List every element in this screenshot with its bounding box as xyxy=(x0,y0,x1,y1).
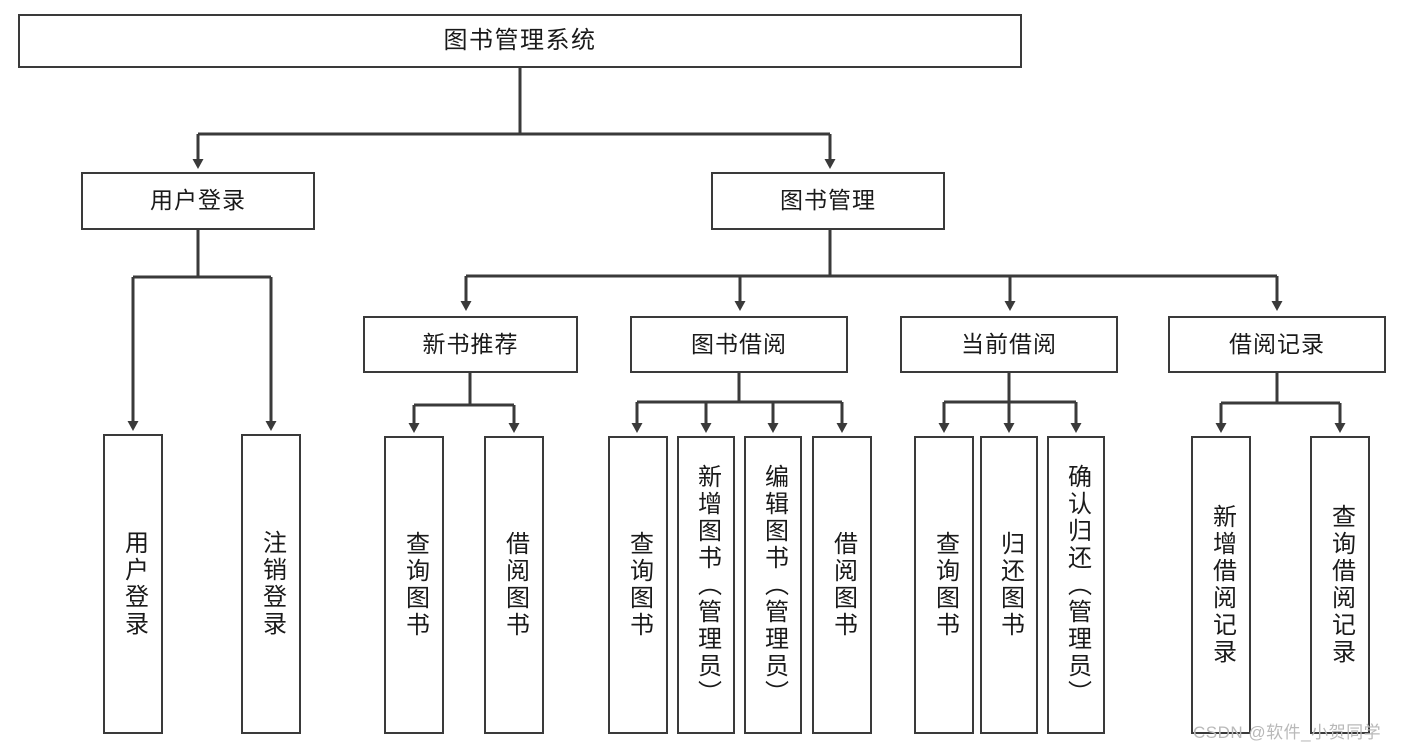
node-label: 查询图书 xyxy=(625,531,653,639)
leaf-user-login-logout[interactable]: 注销登录 xyxy=(241,434,301,734)
leaf-new-book-borrow[interactable]: 借阅图书 xyxy=(484,436,544,734)
node-book-management[interactable]: 图书管理 xyxy=(711,172,945,230)
leaf-book-borrow-add[interactable]: 新增图书（管理员） xyxy=(677,436,735,734)
leaf-new-book-query[interactable]: 查询图书 xyxy=(384,436,444,734)
node-label: 编辑图书（管理员） xyxy=(760,463,788,707)
node-borrow-record[interactable]: 借阅记录 xyxy=(1168,316,1386,373)
leaf-book-borrow-query[interactable]: 查询图书 xyxy=(608,436,668,734)
node-label: 查询图书 xyxy=(401,531,429,639)
node-label: 借阅图书 xyxy=(501,531,529,639)
node-label: 借阅记录 xyxy=(1229,330,1325,357)
node-current-borrow[interactable]: 当前借阅 xyxy=(900,316,1118,373)
csdn-watermark: CSDN @软件_小贺同学 xyxy=(1193,723,1382,742)
node-label: 新书推荐 xyxy=(422,330,519,357)
node-label: 图书管理 xyxy=(780,187,876,214)
node-book-borrow[interactable]: 图书借阅 xyxy=(630,316,848,373)
leaf-book-borrow-borrow[interactable]: 借阅图书 xyxy=(812,436,872,734)
node-new-book-recommend[interactable]: 新书推荐 xyxy=(363,316,578,373)
node-label: 图书管理系统 xyxy=(443,26,597,54)
node-label: 新增图书（管理员） xyxy=(693,463,721,707)
node-label: 查询图书 xyxy=(931,531,959,639)
node-label: 注销登录 xyxy=(258,530,286,638)
node-label: 归还图书 xyxy=(996,531,1024,639)
leaf-user-login-login[interactable]: 用户登录 xyxy=(103,434,163,734)
node-label: 新增借阅记录 xyxy=(1208,504,1236,666)
node-label: 查询借阅记录 xyxy=(1327,504,1355,666)
node-label: 借阅图书 xyxy=(829,531,857,639)
leaf-book-borrow-edit[interactable]: 编辑图书（管理员） xyxy=(744,436,802,734)
node-root-system[interactable]: 图书管理系统 xyxy=(18,14,1022,68)
node-user-login[interactable]: 用户登录 xyxy=(81,172,315,230)
leaf-current-borrow-query[interactable]: 查询图书 xyxy=(914,436,974,734)
node-label: 用户登录 xyxy=(120,530,148,638)
node-label: 确认归还（管理员） xyxy=(1063,463,1091,707)
node-label: 用户登录 xyxy=(150,187,246,214)
node-label: 图书借阅 xyxy=(691,330,787,357)
leaf-borrow-record-add[interactable]: 新增借阅记录 xyxy=(1191,436,1251,734)
node-label: 当前借阅 xyxy=(961,330,1057,357)
leaf-current-borrow-return[interactable]: 归还图书 xyxy=(980,436,1038,734)
leaf-borrow-record-query[interactable]: 查询借阅记录 xyxy=(1310,436,1370,734)
leaf-current-borrow-confirm[interactable]: 确认归还（管理员） xyxy=(1047,436,1105,734)
